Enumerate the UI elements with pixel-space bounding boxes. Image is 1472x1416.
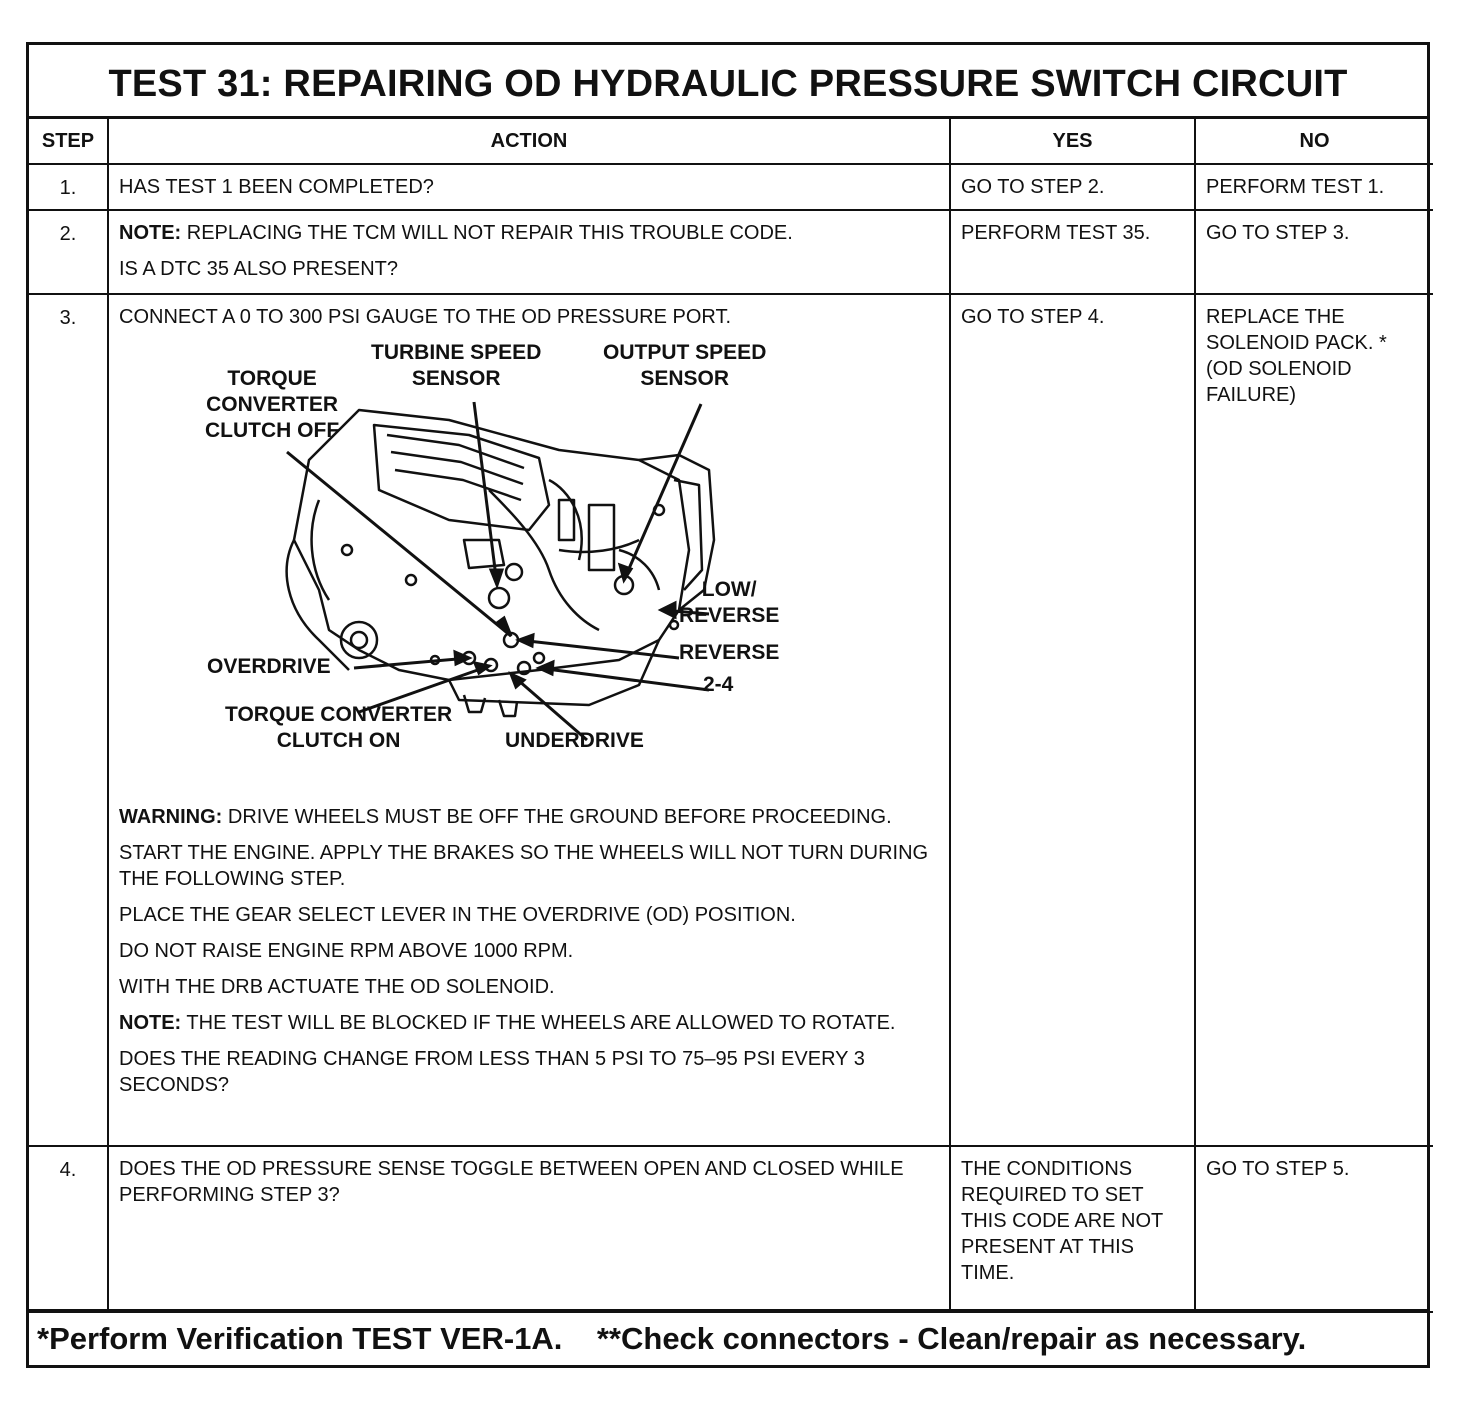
- note-label: NOTE:: [119, 222, 182, 244]
- table-row: 2. NOTE: REPLACING THE TCM WILL NOT REPA…: [29, 209, 1433, 295]
- no-cell: GO TO STEP 5.: [1194, 1145, 1433, 1313]
- label-2-4: 2-4: [703, 673, 734, 696]
- label-output-speed-sensor: OUTPUT SPEED SENSOR: [603, 340, 766, 392]
- label-turbine-speed-sensor: TURBINE SPEED SENSOR: [371, 340, 541, 392]
- warning-paragraph: WARNING: DRIVE WHEELS MUST BE OFF THE GR…: [119, 804, 939, 830]
- action-text: HAS TEST 1 BEEN COMPLETED?: [119, 176, 434, 198]
- warning-text: DRIVE WHEELS MUST BE OFF THE GROUND BEFO…: [222, 806, 892, 828]
- header-no: NO: [1194, 119, 1433, 165]
- yes-cell: PERFORM TEST 35.: [949, 209, 1196, 295]
- label-reverse: REVERSE: [679, 641, 780, 664]
- note-text: REPLACING THE TCM WILL NOT REPAIR THIS T…: [181, 222, 793, 244]
- table-header-row: STEP ACTION YES NO: [29, 119, 1433, 165]
- note-text: THE TEST WILL BE BLOCKED IF THE WHEELS A…: [181, 1012, 896, 1034]
- action-text: WITH THE DRB ACTUATE THE OD SOLENOID.: [119, 976, 555, 998]
- label-text: TORQUE CONVERTER CLUTCH ON: [225, 703, 453, 752]
- table-row: 4. DOES THE OD PRESSURE SENSE TOGGLE BET…: [29, 1145, 1433, 1313]
- table-row: 3. CONNECT A 0 TO 300 PSI GAUGE TO THE O…: [29, 293, 1433, 1147]
- label-text: OUTPUT SPEED SENSOR: [603, 341, 767, 390]
- step-number: 1.: [29, 163, 109, 211]
- action-text: START THE ENGINE. APPLY THE BRAKES SO TH…: [119, 842, 929, 890]
- label-tcc-off: TORQUE CONVERTER CLUTCH OFF: [205, 366, 339, 444]
- action-text: IS A DTC 35 ALSO PRESENT?: [119, 258, 399, 280]
- label-low-reverse: LOW/ REVERSE: [679, 577, 779, 629]
- transmission-illustration: [285, 401, 716, 742]
- step-number: 4.: [29, 1145, 109, 1313]
- action-cell: NOTE: REPLACING THE TCM WILL NOT REPAIR …: [107, 209, 951, 295]
- action-cell: HAS TEST 1 BEEN COMPLETED?: [107, 163, 951, 211]
- header-yes: YES: [949, 119, 1196, 165]
- action-text: CONNECT A 0 TO 300 PSI GAUGE TO THE OD P…: [119, 306, 732, 328]
- no-cell: GO TO STEP 3.: [1194, 209, 1433, 295]
- action-cell: DOES THE OD PRESSURE SENSE TOGGLE BETWEE…: [107, 1145, 951, 1313]
- question-text: DOES THE READING CHANGE FROM LESS THAN 5…: [119, 1048, 865, 1096]
- yes-cell: GO TO STEP 2.: [949, 163, 1196, 211]
- table-row: 1. HAS TEST 1 BEEN COMPLETED? GO TO STEP…: [29, 163, 1433, 211]
- test-sheet: TEST 31: REPAIRING OD HYDRAULIC PRESSURE…: [26, 42, 1433, 1368]
- step-number: 3.: [29, 293, 109, 1147]
- header-step: STEP: [29, 119, 109, 165]
- label-overdrive: OVERDRIVE: [207, 655, 331, 678]
- label-text: LOW/ REVERSE: [679, 578, 780, 627]
- label-text: TURBINE SPEED SENSOR: [371, 341, 542, 390]
- warning-label: WARNING:: [119, 806, 223, 828]
- label-text: TORQUE CONVERTER CLUTCH OFF: [205, 367, 340, 442]
- action-text: DOES THE OD PRESSURE SENSE TOGGLE BETWEE…: [119, 1158, 904, 1206]
- page-title: TEST 31: REPAIRING OD HYDRAULIC PRESSURE…: [29, 45, 1427, 119]
- header-action: ACTION: [107, 119, 951, 165]
- transmission-diagram: TURBINE SPEED SENSOR OUTPUT SPEED SENSOR…: [119, 340, 949, 796]
- step-number: 2.: [29, 209, 109, 295]
- procedure-table: STEP ACTION YES NO 1. HAS TEST 1 BEEN CO…: [29, 119, 1433, 1313]
- no-cell: PERFORM TEST 1.: [1194, 163, 1433, 211]
- action-text: PLACE THE GEAR SELECT LEVER IN THE OVERD…: [119, 904, 796, 926]
- note-paragraph: NOTE: REPLACING THE TCM WILL NOT REPAIR …: [119, 220, 939, 246]
- yes-cell: GO TO STEP 4.: [949, 293, 1196, 1147]
- note-label: NOTE:: [119, 1012, 182, 1034]
- no-cell: REPLACE THE SOLENOID PACK. * (OD SOLENOI…: [1194, 293, 1433, 1147]
- note-paragraph: NOTE: THE TEST WILL BE BLOCKED IF THE WH…: [119, 1010, 939, 1036]
- label-tcc-on: TORQUE CONVERTER CLUTCH ON: [225, 702, 452, 754]
- yes-cell: THE CONDITIONS REQUIRED TO SET THIS CODE…: [949, 1145, 1196, 1313]
- action-cell: CONNECT A 0 TO 300 PSI GAUGE TO THE OD P…: [107, 293, 951, 1147]
- action-text: DO NOT RAISE ENGINE RPM ABOVE 1000 RPM.: [119, 940, 574, 962]
- footer-note: *Perform Verification TEST VER-1A. **Che…: [29, 1309, 1427, 1365]
- label-underdrive: UNDERDRIVE: [505, 729, 644, 752]
